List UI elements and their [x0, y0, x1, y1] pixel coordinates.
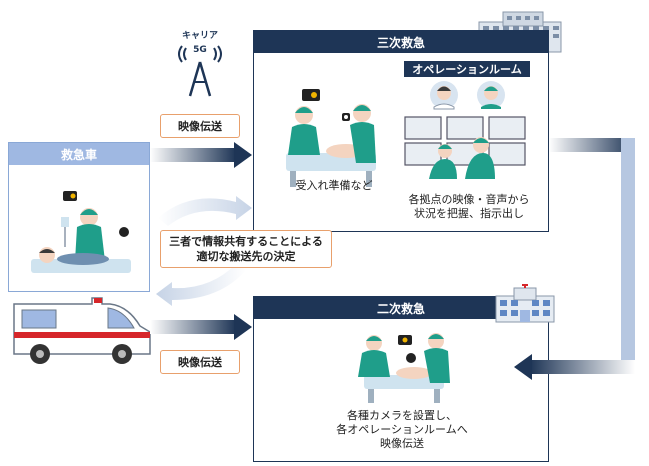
- video-arrow-bottom: [150, 320, 236, 334]
- ambulance-vehicle-icon: [13, 297, 151, 364]
- destination-decision-label: 三者で情報共有することによる 適切な搬送先の決定: [160, 230, 332, 268]
- tertiary-emergency-panel: 三次救急 受入れ準備など オペレーションルーム 各拠点の映像・音声から: [253, 30, 549, 232]
- secondary-treatment-illustration: [358, 333, 450, 403]
- reception-prep-caption: 受入れ準備など: [295, 179, 373, 192]
- tower-icon: [178, 45, 222, 97]
- video-transmission-label-top: 映像伝送: [160, 114, 240, 138]
- ambulance-interior-illustration: [31, 191, 131, 273]
- decision-line-1: 三者で情報共有することによる: [169, 235, 323, 248]
- share-arrow-upper: [158, 196, 252, 226]
- video-transmission-label-bottom: 映像伝送: [160, 350, 240, 374]
- operation-room-caption: 各拠点の映像・音声から 状況を把握、指示出し: [394, 193, 544, 221]
- operation-room-caption-line-2: 状況を把握、指示出し: [414, 207, 524, 220]
- tertiary-emergency-title: 三次救急: [254, 31, 548, 53]
- secondary-caption-line-3: 映像伝送: [380, 437, 424, 450]
- secondary-emergency-title: 二次救急: [254, 297, 548, 319]
- camera-icon-tertiary: [302, 89, 320, 101]
- secondary-caption-line-1: 各種カメラを設置し、: [347, 409, 457, 422]
- video-arrow-top: [150, 148, 236, 162]
- secondary-hospital-icon: [495, 284, 555, 323]
- share-arrow-lower: [156, 264, 246, 306]
- carrier-label: キャリア: [181, 31, 218, 41]
- connector-horizontal-bottom: [530, 360, 635, 374]
- secondary-caption-line-2: 各オペレーションルームへ: [336, 423, 468, 436]
- ambulance-title: 救急車: [9, 143, 149, 165]
- 5g-badge: 5G: [193, 45, 207, 55]
- carrier-tower: キャリア 5G: [172, 28, 228, 98]
- operation-room-caption-line-1: 各拠点の映像・音声から: [408, 193, 530, 206]
- operation-room-label: オペレーションルーム: [404, 61, 530, 77]
- reception-prep-illustration: [286, 104, 376, 187]
- ambulance-panel: 救急車: [8, 142, 150, 292]
- secondary-emergency-panel: 二次救急 各種カメラを設置し、 各オペレーションルームへ 映像伝送: [253, 296, 549, 462]
- secondary-caption: 各種カメラを設置し、 各オペレーションルームへ 映像伝送: [302, 409, 502, 451]
- decision-line-2: 適切な搬送先の決定: [196, 250, 296, 263]
- operation-room-illustration: [404, 81, 526, 179]
- connector-vertical: [621, 138, 635, 374]
- connector-horizontal-top: [549, 138, 635, 152]
